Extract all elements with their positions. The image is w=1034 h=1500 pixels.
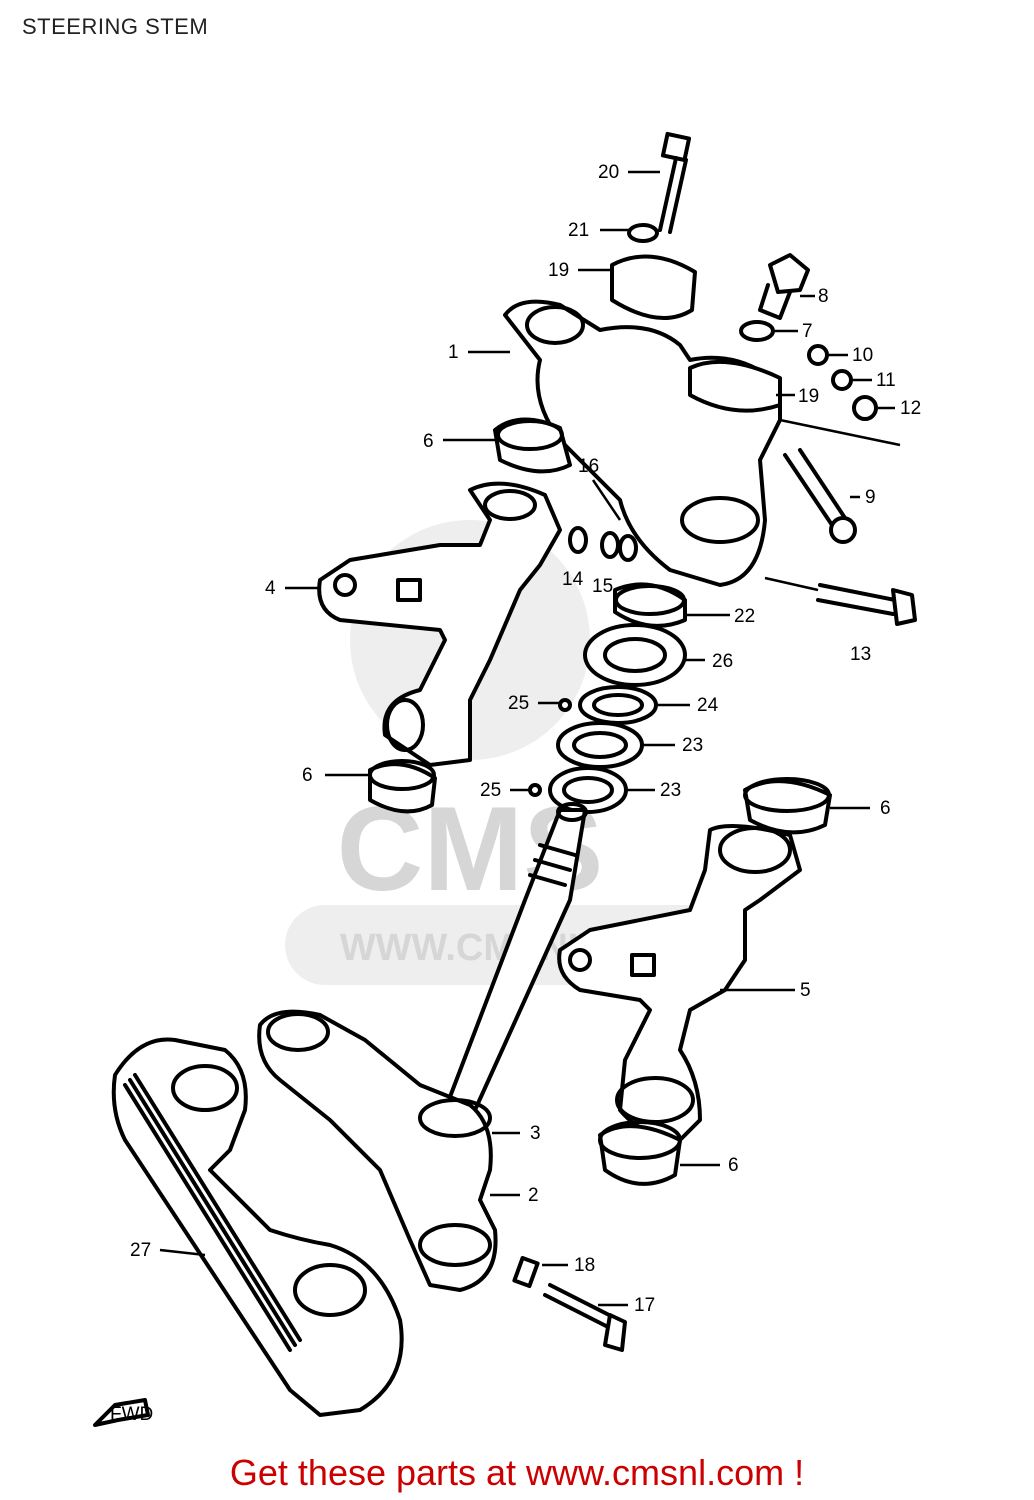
label-6-b: 6 <box>302 765 313 786</box>
part-2-lower-bracket <box>257 1009 498 1292</box>
label-16: 16 <box>578 456 599 477</box>
part-22-nut <box>613 582 687 628</box>
part-15-washer <box>618 534 638 562</box>
part-19-clamp-upper <box>610 254 697 320</box>
label-19-upper: 19 <box>548 260 569 281</box>
part-1-upper-bracket <box>503 299 782 587</box>
fwd-arrow: FWD <box>93 1398 153 1427</box>
label-25-a: 25 <box>508 693 529 714</box>
part-24-race <box>578 685 658 725</box>
label-20: 20 <box>598 162 619 183</box>
part-13-bolt <box>816 583 917 626</box>
part-9-bolt <box>783 448 857 544</box>
label-6-c: 6 <box>880 798 891 819</box>
label-15: 15 <box>592 576 613 597</box>
part-7-washer <box>739 320 775 342</box>
label-27: 27 <box>130 1240 151 1261</box>
label-3: 3 <box>530 1123 541 1144</box>
label-10: 10 <box>852 345 873 366</box>
leader-lines <box>159 170 901 1307</box>
part-6-cushion-d <box>598 1120 682 1186</box>
label-4: 4 <box>265 578 276 599</box>
part-25-ball-a <box>558 698 572 712</box>
label-18: 18 <box>574 1255 595 1276</box>
label-17: 17 <box>634 1295 655 1316</box>
label-23-b: 23 <box>660 780 681 801</box>
label-11: 11 <box>876 370 896 391</box>
part-23-bearing-a <box>556 721 644 769</box>
label-12: 12 <box>900 398 921 419</box>
label-24: 24 <box>697 695 719 716</box>
part-26-washer <box>583 623 687 687</box>
part-labels: 20 21 19 8 7 10 11 12 19 1 6 16 9 4 14 1… <box>130 162 921 1316</box>
part-10-nut <box>807 344 829 366</box>
part-12-washer <box>852 395 878 421</box>
part-4-left-bracket <box>317 481 562 767</box>
label-8: 8 <box>818 286 829 307</box>
label-22: 22 <box>734 606 755 627</box>
label-6-d: 6 <box>728 1155 739 1176</box>
part-6-cushion-c <box>743 777 832 835</box>
label-23-a: 23 <box>682 735 703 756</box>
footer-link[interactable]: Get these parts at www.cmsnl.com ! <box>229 1452 805 1493</box>
label-7: 7 <box>802 321 813 342</box>
part-20-bolt <box>658 131 692 234</box>
label-26: 26 <box>712 651 733 672</box>
diagram-title: STEERING STEM <box>22 14 209 39</box>
label-9: 9 <box>865 487 876 508</box>
part-18-nut <box>512 1255 540 1289</box>
label-2: 2 <box>528 1185 539 1206</box>
label-13: 13 <box>850 644 871 665</box>
part-8-bolt <box>758 253 810 320</box>
part-6-cushion-a <box>493 417 572 474</box>
part-25-ball-b <box>528 783 542 797</box>
label-25-b: 25 <box>480 780 501 801</box>
fwd-arrow-text: FWD <box>110 1404 153 1425</box>
part-27-cover <box>111 1037 404 1417</box>
label-1: 1 <box>448 342 459 363</box>
part-6-cushion-b <box>368 759 437 814</box>
label-21: 21 <box>568 220 589 241</box>
label-6-a: 6 <box>423 431 434 452</box>
label-5: 5 <box>800 980 811 1001</box>
part-17-bolt <box>543 1283 627 1352</box>
part-15-nut <box>600 531 620 559</box>
label-19-lower: 19 <box>798 386 819 407</box>
part-11-washer <box>831 369 853 391</box>
part-14-washer <box>568 526 588 554</box>
label-14: 14 <box>562 569 584 590</box>
part-21-washer <box>627 223 659 243</box>
